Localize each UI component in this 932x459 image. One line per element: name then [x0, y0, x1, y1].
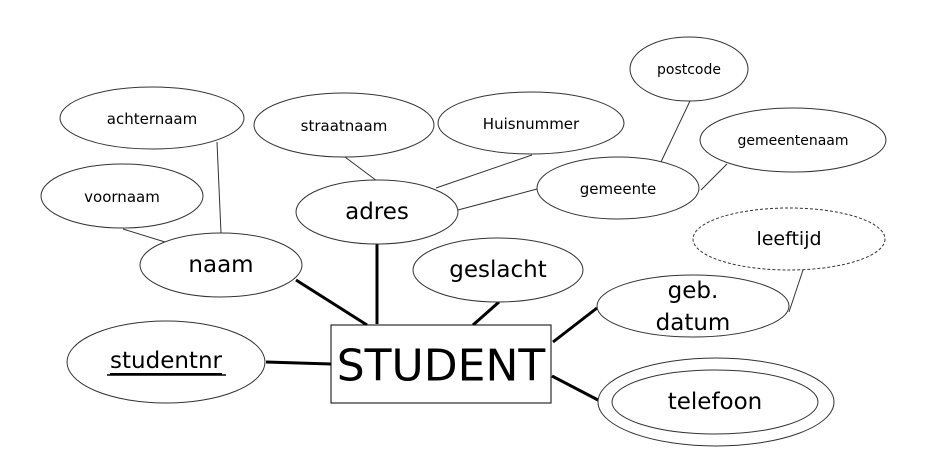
attr-label-line2: datum	[656, 310, 731, 336]
attr-voornaam: voornaam	[40, 163, 204, 229]
line-naam-student	[295, 278, 368, 327]
line-straatnaam-adres	[344, 156, 378, 182]
line-geslacht-student	[472, 300, 500, 327]
line-gemeentenaam-gemeente	[700, 163, 728, 191]
attr-gemeente: gemeente	[536, 156, 700, 220]
line-huisnummer-adres	[435, 154, 533, 189]
attr-label-line1: geb.	[668, 278, 719, 304]
attr-leeftijd-derived: leeftijd	[692, 207, 886, 271]
attr-label: gemeente	[580, 180, 656, 198]
attr-straatnaam: straatnaam	[253, 92, 435, 158]
attr-geb-datum: geb. datum	[596, 274, 790, 338]
entity-label: STUDENT	[337, 341, 546, 392]
line-postcode-gemeente	[659, 100, 691, 165]
attr-label: naam	[188, 252, 253, 278]
attr-label: straatnaam	[301, 117, 388, 135]
attr-label: Huisnummer	[483, 115, 580, 133]
attr-studentnr-key: studentnr	[66, 320, 266, 404]
line-leeftijd-gebdatum	[788, 269, 804, 313]
attr-telefoon-multivalued: telefoon	[597, 357, 835, 447]
line-gemeente-adres	[457, 188, 538, 211]
attr-label: leeftijd	[756, 228, 821, 250]
attr-label: achternaam	[107, 110, 197, 128]
attr-postcode: postcode	[629, 36, 749, 102]
attr-geslacht: geslacht	[412, 237, 584, 303]
line-gebdatum-student	[552, 306, 598, 344]
attr-achternaam: achternaam	[59, 86, 245, 150]
attr-label: studentnr	[110, 348, 223, 374]
attr-label: gemeentenaam	[737, 133, 848, 149]
line-studentnr-student	[265, 360, 332, 366]
attr-label: telefoon	[668, 389, 763, 415]
entity-student: STUDENT	[330, 324, 552, 404]
attr-naam: naam	[139, 232, 303, 298]
connectors	[122, 100, 804, 402]
line-telefoon-student	[551, 374, 599, 402]
attr-gemeentenaam: gemeentenaam	[699, 107, 887, 173]
attr-label: geslacht	[449, 257, 546, 283]
line-achternaam-naam	[216, 141, 222, 234]
attr-label: voornaam	[84, 188, 160, 206]
attr-huisnummer: Huisnummer	[437, 91, 625, 155]
attr-label: postcode	[657, 62, 721, 78]
attr-label: adres	[345, 199, 409, 225]
line-voornaam-naam	[122, 228, 166, 243]
attr-adres: adres	[295, 179, 459, 245]
